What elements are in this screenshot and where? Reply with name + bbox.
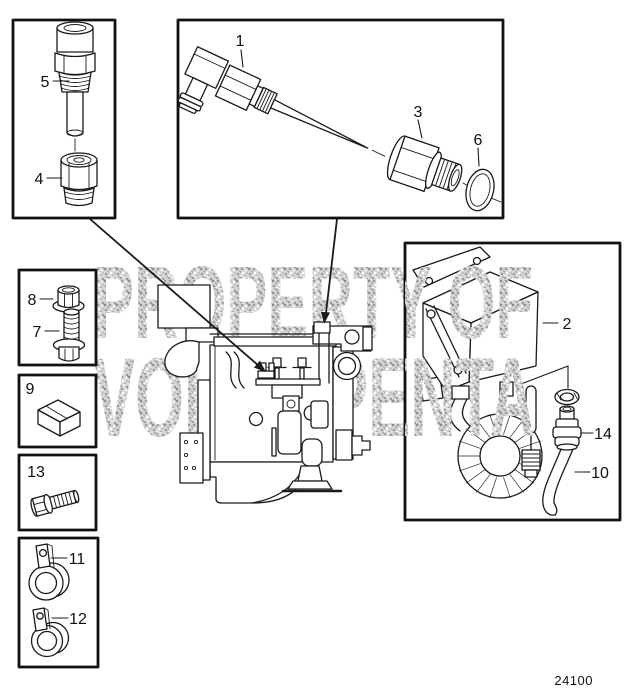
part-6-sealing-ring	[465, 168, 502, 212]
engine-oil-filter	[277, 410, 302, 455]
inset-box-clip	[17, 373, 98, 449]
engine-injectors	[267, 357, 312, 380]
engine-air-silencer	[157, 284, 211, 329]
callout-14: 14	[594, 426, 612, 443]
callout-labels: 1 2 3 4 5 6 7 8 9 10 11 12 13 14	[26, 33, 612, 628]
part-1-temperature-sensor	[177, 46, 386, 157]
callout-7: 7	[33, 324, 42, 341]
callout-6: 6	[474, 132, 483, 149]
callout-8: 8	[28, 292, 37, 309]
engine-illustration	[157, 284, 373, 504]
part-8-flange-nut	[52, 285, 85, 313]
inset-box-screw	[17, 453, 98, 532]
part-9-cable-clip	[37, 399, 81, 437]
part-13-flange-screw	[30, 489, 80, 517]
watermark-overlay: PROPERTY OF VOLVO PENTA	[93, 245, 535, 460]
callout-arrows	[89, 218, 338, 372]
inset-box-nut-bolt	[17, 268, 98, 367]
part-11-hose-clamp	[28, 543, 70, 601]
inset-box-control-unit	[403, 241, 622, 522]
callout-3: 3	[414, 104, 423, 121]
part-5-sensor-sleeve	[54, 21, 96, 152]
watermark-overlay-line1: PROPERTY OF	[93, 245, 533, 360]
watermark-overlay-line2: VOLVO PENTA	[93, 335, 535, 460]
part-14-sender-assembly	[520, 365, 582, 516]
part-7-flange-bolt	[52, 308, 86, 362]
coiled-sensor-cable	[449, 385, 543, 499]
callout-11: 11	[69, 551, 86, 568]
engine-exhaust-elbow	[164, 340, 200, 378]
callout-5: 5	[41, 74, 50, 91]
engine-sensor-boss	[257, 370, 275, 379]
callout-13: 13	[27, 464, 45, 481]
callout-10: 10	[591, 465, 609, 482]
part-12-hose-clamp	[30, 607, 70, 658]
callout-12: 12	[69, 611, 87, 628]
callout-9: 9	[26, 381, 35, 398]
part-3-sensor-adapter	[386, 135, 471, 193]
part-2-control-unit	[412, 246, 539, 402]
part-4-adapter-nut	[60, 152, 98, 207]
callout-2: 2	[563, 316, 572, 333]
callout-4: 4	[35, 171, 44, 188]
callout-1: 1	[236, 33, 245, 50]
drawing-number: 24100	[554, 673, 593, 688]
sender-cable	[542, 448, 562, 516]
